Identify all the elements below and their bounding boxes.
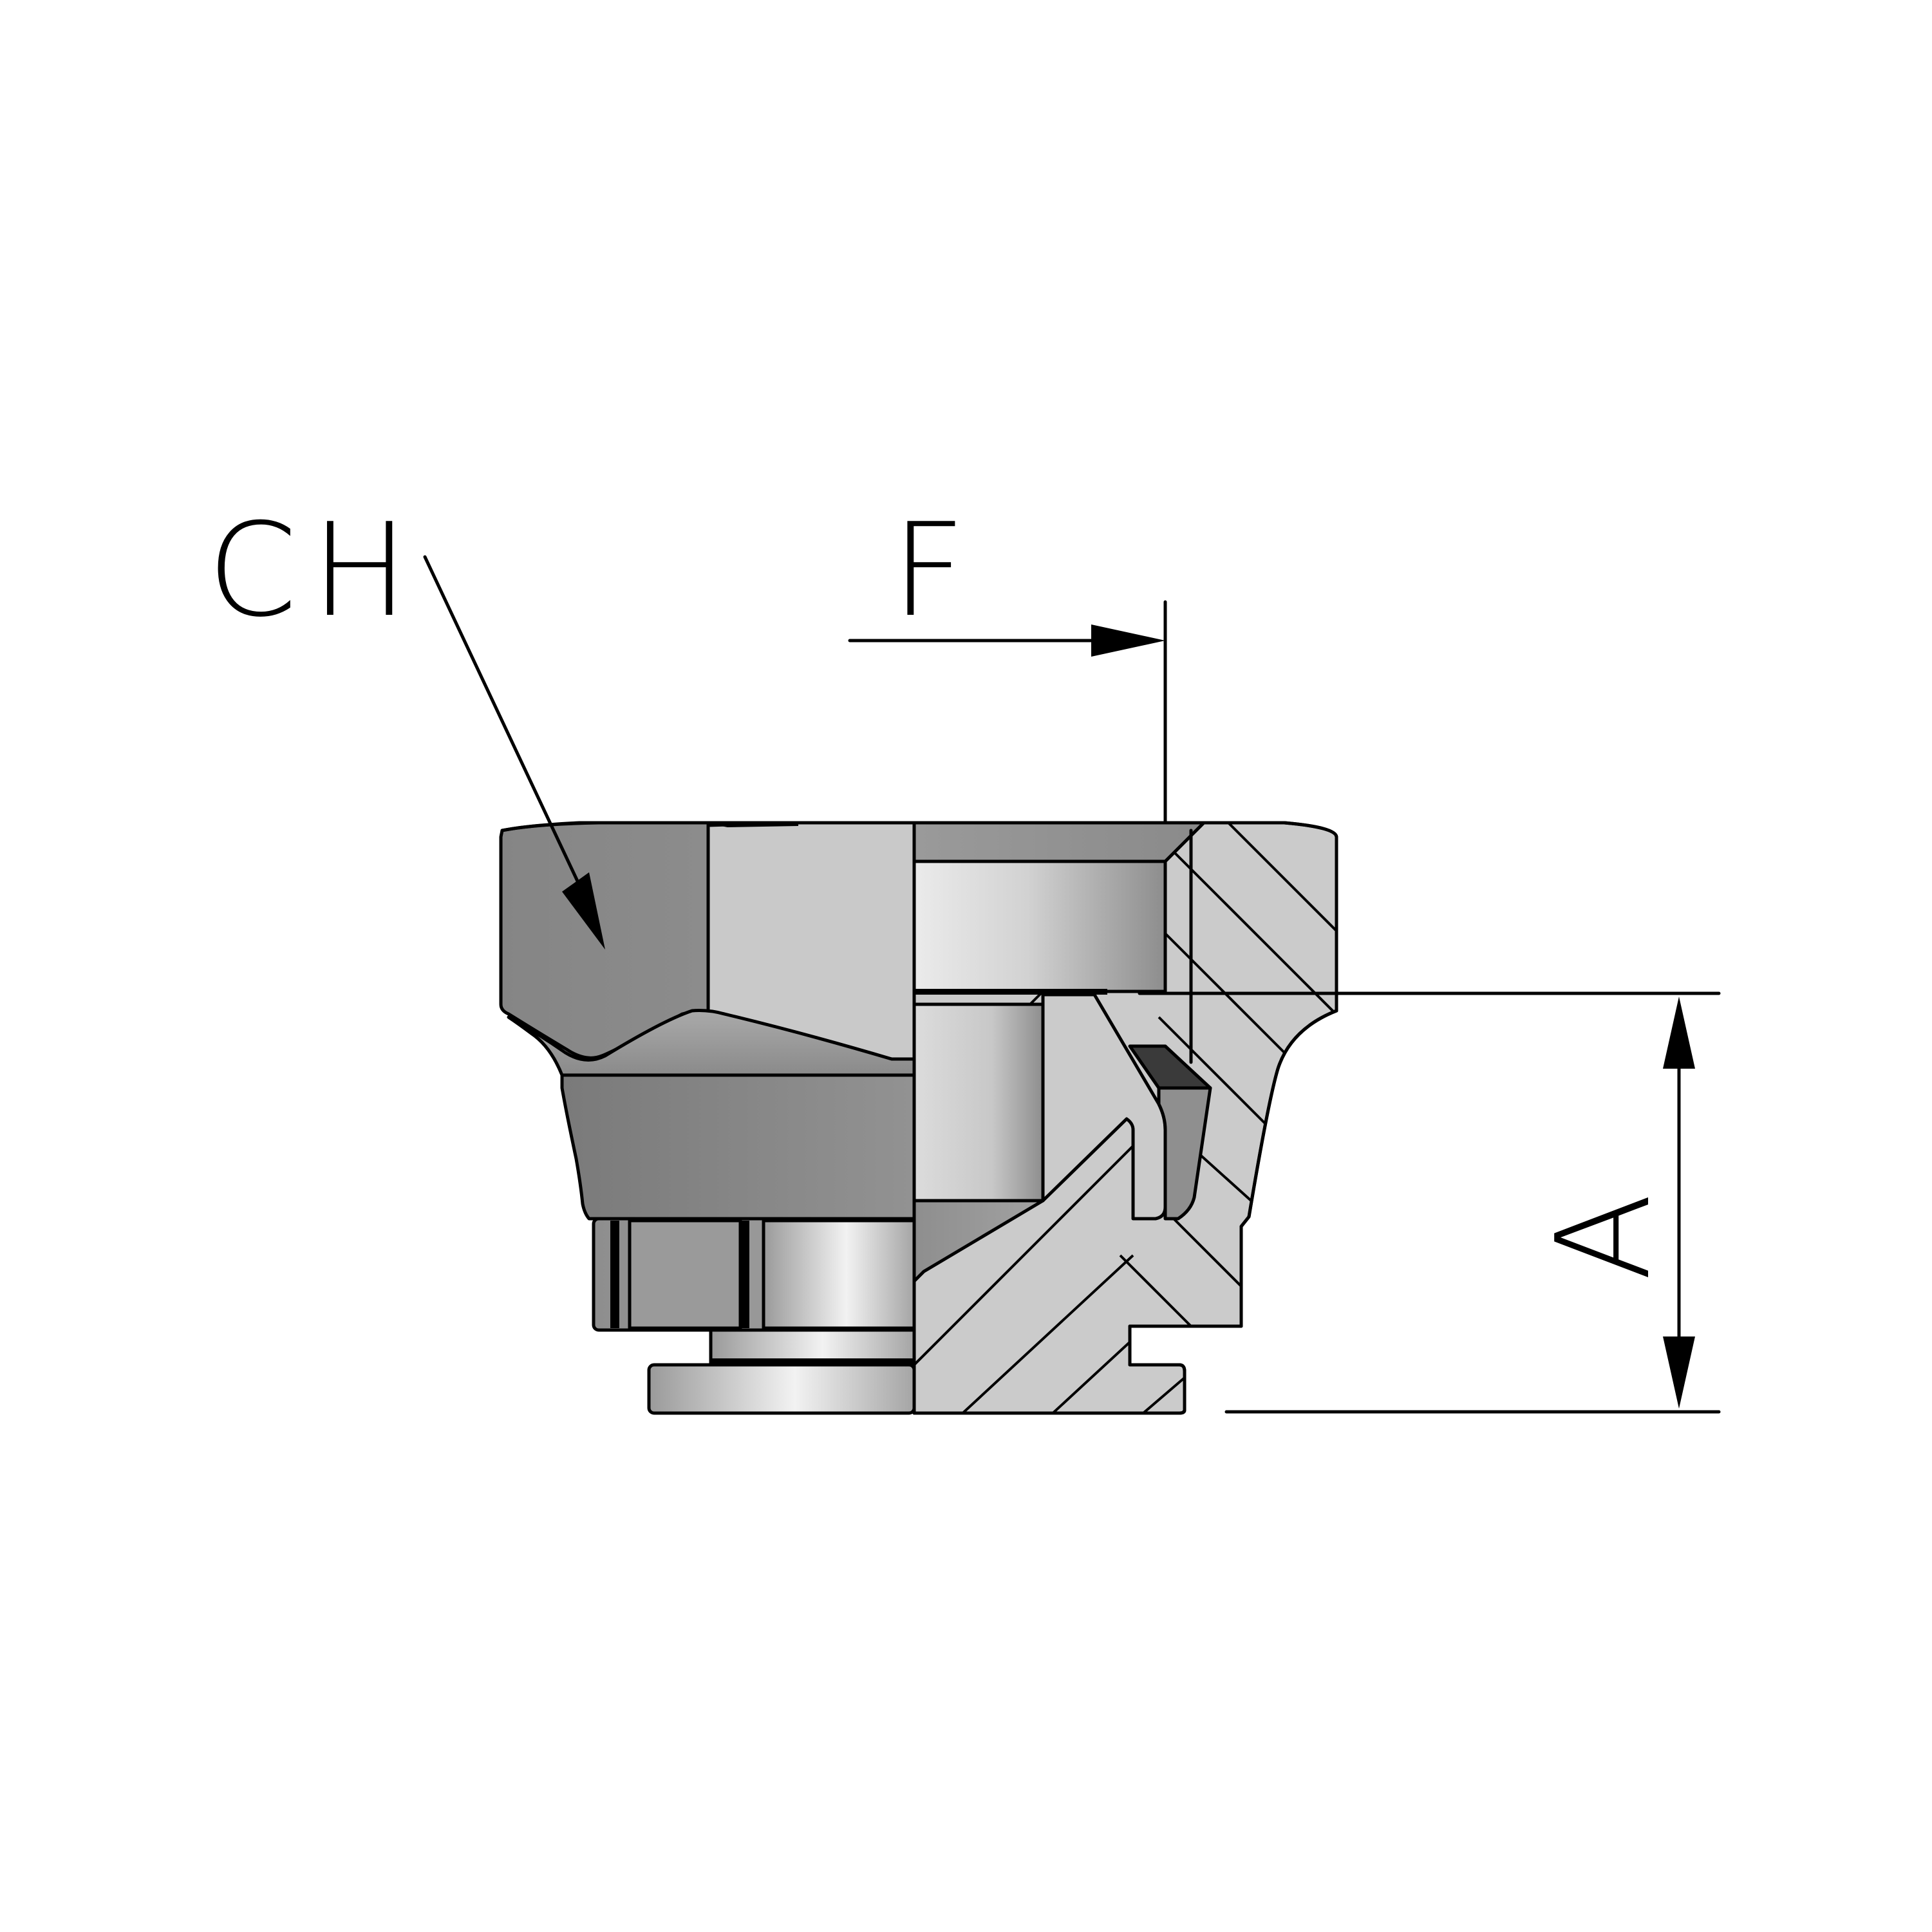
bottom-flange <box>647 1363 916 1415</box>
section-outline <box>912 821 1338 1415</box>
ch-leader-arrowhead <box>562 872 605 950</box>
label-a: A <box>1529 1193 1679 1281</box>
a-arrowhead-top <box>1663 997 1695 1069</box>
label-f: F <box>892 496 966 646</box>
bore-shoulder-line <box>914 989 1107 995</box>
thread-groove-mid <box>740 1221 749 1328</box>
hex-top-rim-shade <box>708 823 798 827</box>
bore-upper-chamfer <box>912 821 1206 863</box>
thread-crest <box>628 1219 742 1330</box>
body-collar <box>560 1073 916 1221</box>
thread-groove-left <box>610 1221 619 1328</box>
hex-lower-chamfer <box>507 1009 916 1077</box>
seal-ring-body <box>1157 1086 1212 1221</box>
hex-top-rim <box>500 821 916 832</box>
bore-upper <box>912 859 1167 993</box>
bore-middle <box>912 1002 1045 1203</box>
a-arrowhead-bottom <box>1663 1336 1695 1409</box>
ch-leader-line <box>423 555 581 887</box>
f-arrowhead <box>1091 624 1165 657</box>
thread-cylinder <box>762 1219 916 1330</box>
label-ch: CH <box>207 496 422 646</box>
